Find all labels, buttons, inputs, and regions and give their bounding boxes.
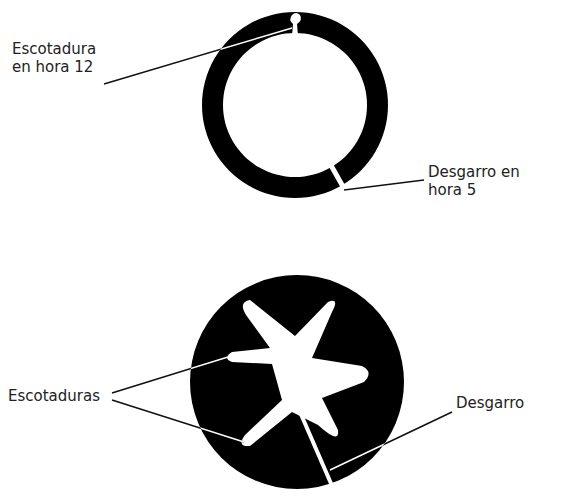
callout-label: Desgarro en hora 5 (428, 163, 528, 199)
leader-line (112, 400, 244, 442)
callout-label: Escotaduras (8, 387, 118, 405)
tear-mark (328, 160, 346, 192)
leader-line (112, 357, 228, 393)
leader-line (330, 412, 452, 470)
callout-label: Desgarro (456, 394, 556, 412)
leader-line (344, 180, 424, 190)
tear-mark (300, 412, 336, 495)
leader-line (330, 412, 452, 470)
leader-line (112, 357, 228, 393)
notch-mark (290, 13, 301, 36)
ring-shape (202, 12, 388, 198)
leader-line (104, 28, 292, 84)
leader-line (104, 28, 292, 84)
opening-shape (227, 300, 369, 446)
leader-line (112, 400, 244, 442)
callout-label: Escotadura en hora 12 (12, 40, 112, 76)
disc-shape (190, 275, 404, 489)
